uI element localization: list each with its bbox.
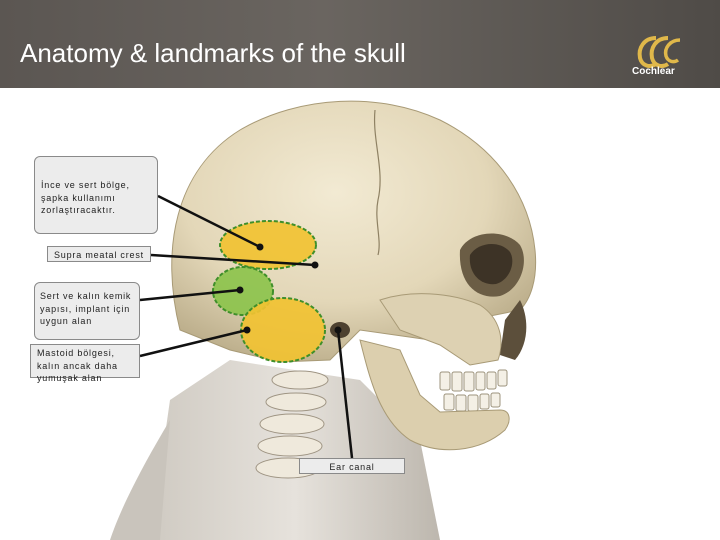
leader-lines: [139, 194, 354, 459]
upper-teeth: [439, 369, 508, 392]
page-title: Anatomy & landmarks of the skull: [20, 38, 406, 68]
mandible: [359, 339, 510, 451]
nasal-area: [500, 300, 527, 360]
header-bar: Anatomy & landmarks of the skull Cochlea…: [0, 0, 720, 88]
label-mastoid-area: Mastoid bölgesi, kalın ancak daha yumuşa…: [30, 344, 140, 383]
label-thin-hard-area: İnce ve sert bölge, şapka kullanımı zorl…: [34, 156, 158, 234]
cochlear-logo-icon: [637, 36, 681, 68]
cervical-spine: [255, 370, 329, 479]
label-ear-canal: Ear canal: [299, 458, 405, 474]
skull-illustration: [110, 100, 537, 540]
coronal-suture: [373, 109, 381, 256]
label-supra-meatal-crest: Supra meatal crest: [47, 246, 151, 262]
orbit-shadow: [469, 244, 513, 285]
zone-mastoid: [240, 297, 326, 363]
lower-teeth: [443, 392, 501, 412]
shoulder-silhouette: [110, 420, 170, 540]
label-hard-thick-bone: Sert ve kalın kemik yapısı, implant için…: [34, 282, 140, 340]
zone-thin-hard: [219, 220, 317, 270]
leader-dots: [236, 243, 342, 334]
logo-text: Cochlear: [632, 66, 675, 77]
zygomatic-bone: [379, 293, 502, 366]
